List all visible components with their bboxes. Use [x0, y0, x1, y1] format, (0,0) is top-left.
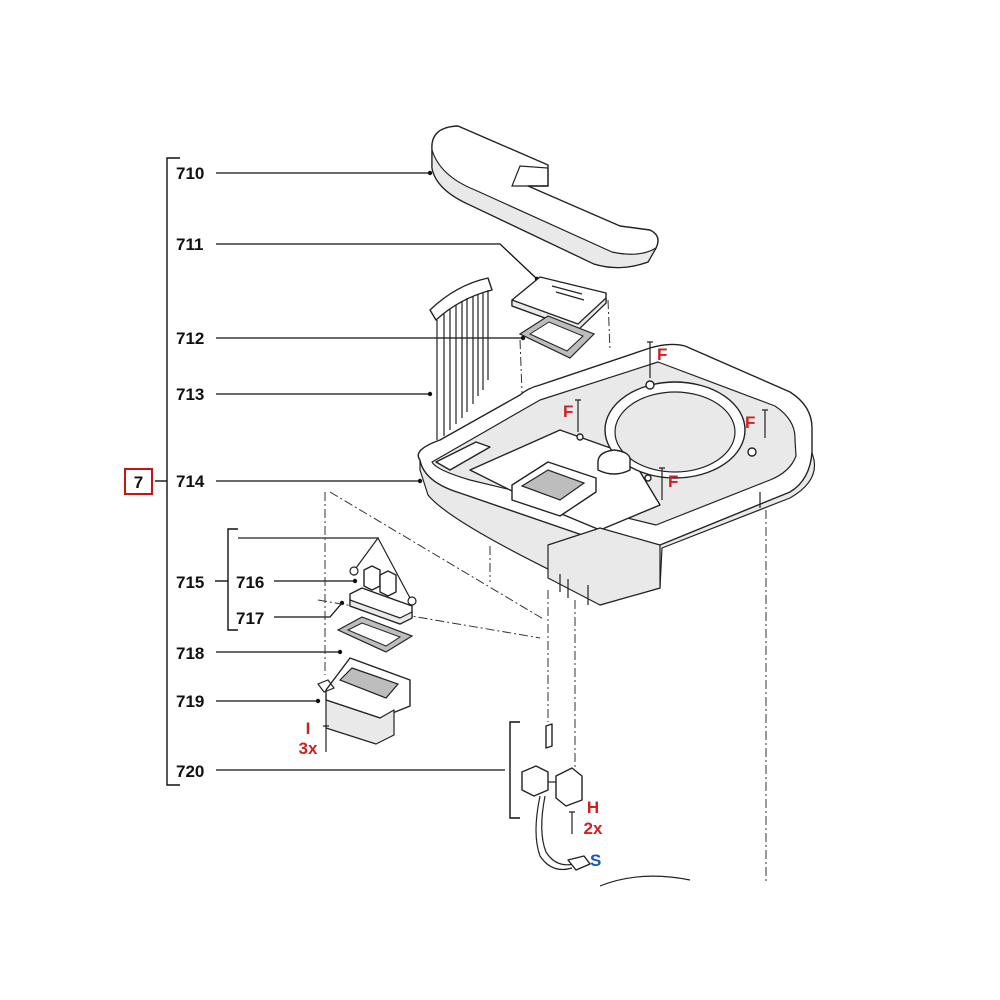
fastener-codes: F F F F I 3x H 2x S	[299, 345, 756, 870]
label-719: 719	[176, 692, 204, 711]
label-713: 713	[176, 385, 204, 404]
part-711-plate	[511, 276, 607, 331]
label-720: 720	[176, 762, 204, 781]
part-716-clips	[349, 565, 417, 606]
code-h: H	[587, 798, 599, 817]
label-711: 711	[176, 235, 203, 254]
part-717-block	[349, 587, 413, 625]
code-f-2: F	[563, 402, 573, 421]
part-714-base	[417, 343, 816, 606]
adjacent-part-arc	[599, 875, 691, 887]
code-i: I	[306, 719, 311, 738]
code-f-1: F	[657, 345, 667, 364]
screw-h	[569, 811, 575, 834]
alignment-lines	[317, 299, 767, 882]
label-712: 712	[176, 329, 204, 348]
sub-bracket-715	[215, 528, 238, 631]
part-720-sensor	[521, 723, 591, 871]
label-718: 718	[176, 644, 204, 663]
label-710: 710	[176, 164, 204, 183]
part-713-comb	[429, 277, 493, 440]
code-f-3: F	[745, 413, 755, 432]
label-714: 714	[176, 472, 205, 491]
screw-i	[323, 725, 329, 752]
label-717: 717	[236, 609, 264, 628]
code-s: S	[590, 851, 601, 870]
part-710-lid	[431, 125, 659, 269]
code-h-qty: 2x	[584, 819, 603, 838]
code-i-qty: 3x	[299, 739, 318, 758]
part-718-frame	[336, 616, 414, 653]
code-f-4: F	[668, 472, 678, 491]
group-bracket	[155, 157, 180, 786]
part-712-gasket	[518, 315, 596, 359]
label-716: 716	[236, 573, 264, 592]
screws-f	[575, 341, 768, 500]
part-labels: 710 711 712 713 714 715 716 717 718 719 …	[176, 164, 264, 781]
group-number-box: 7	[124, 468, 153, 495]
label-715: 715	[176, 573, 204, 592]
part-719-housing	[317, 657, 411, 745]
group-number: 7	[134, 473, 143, 492]
